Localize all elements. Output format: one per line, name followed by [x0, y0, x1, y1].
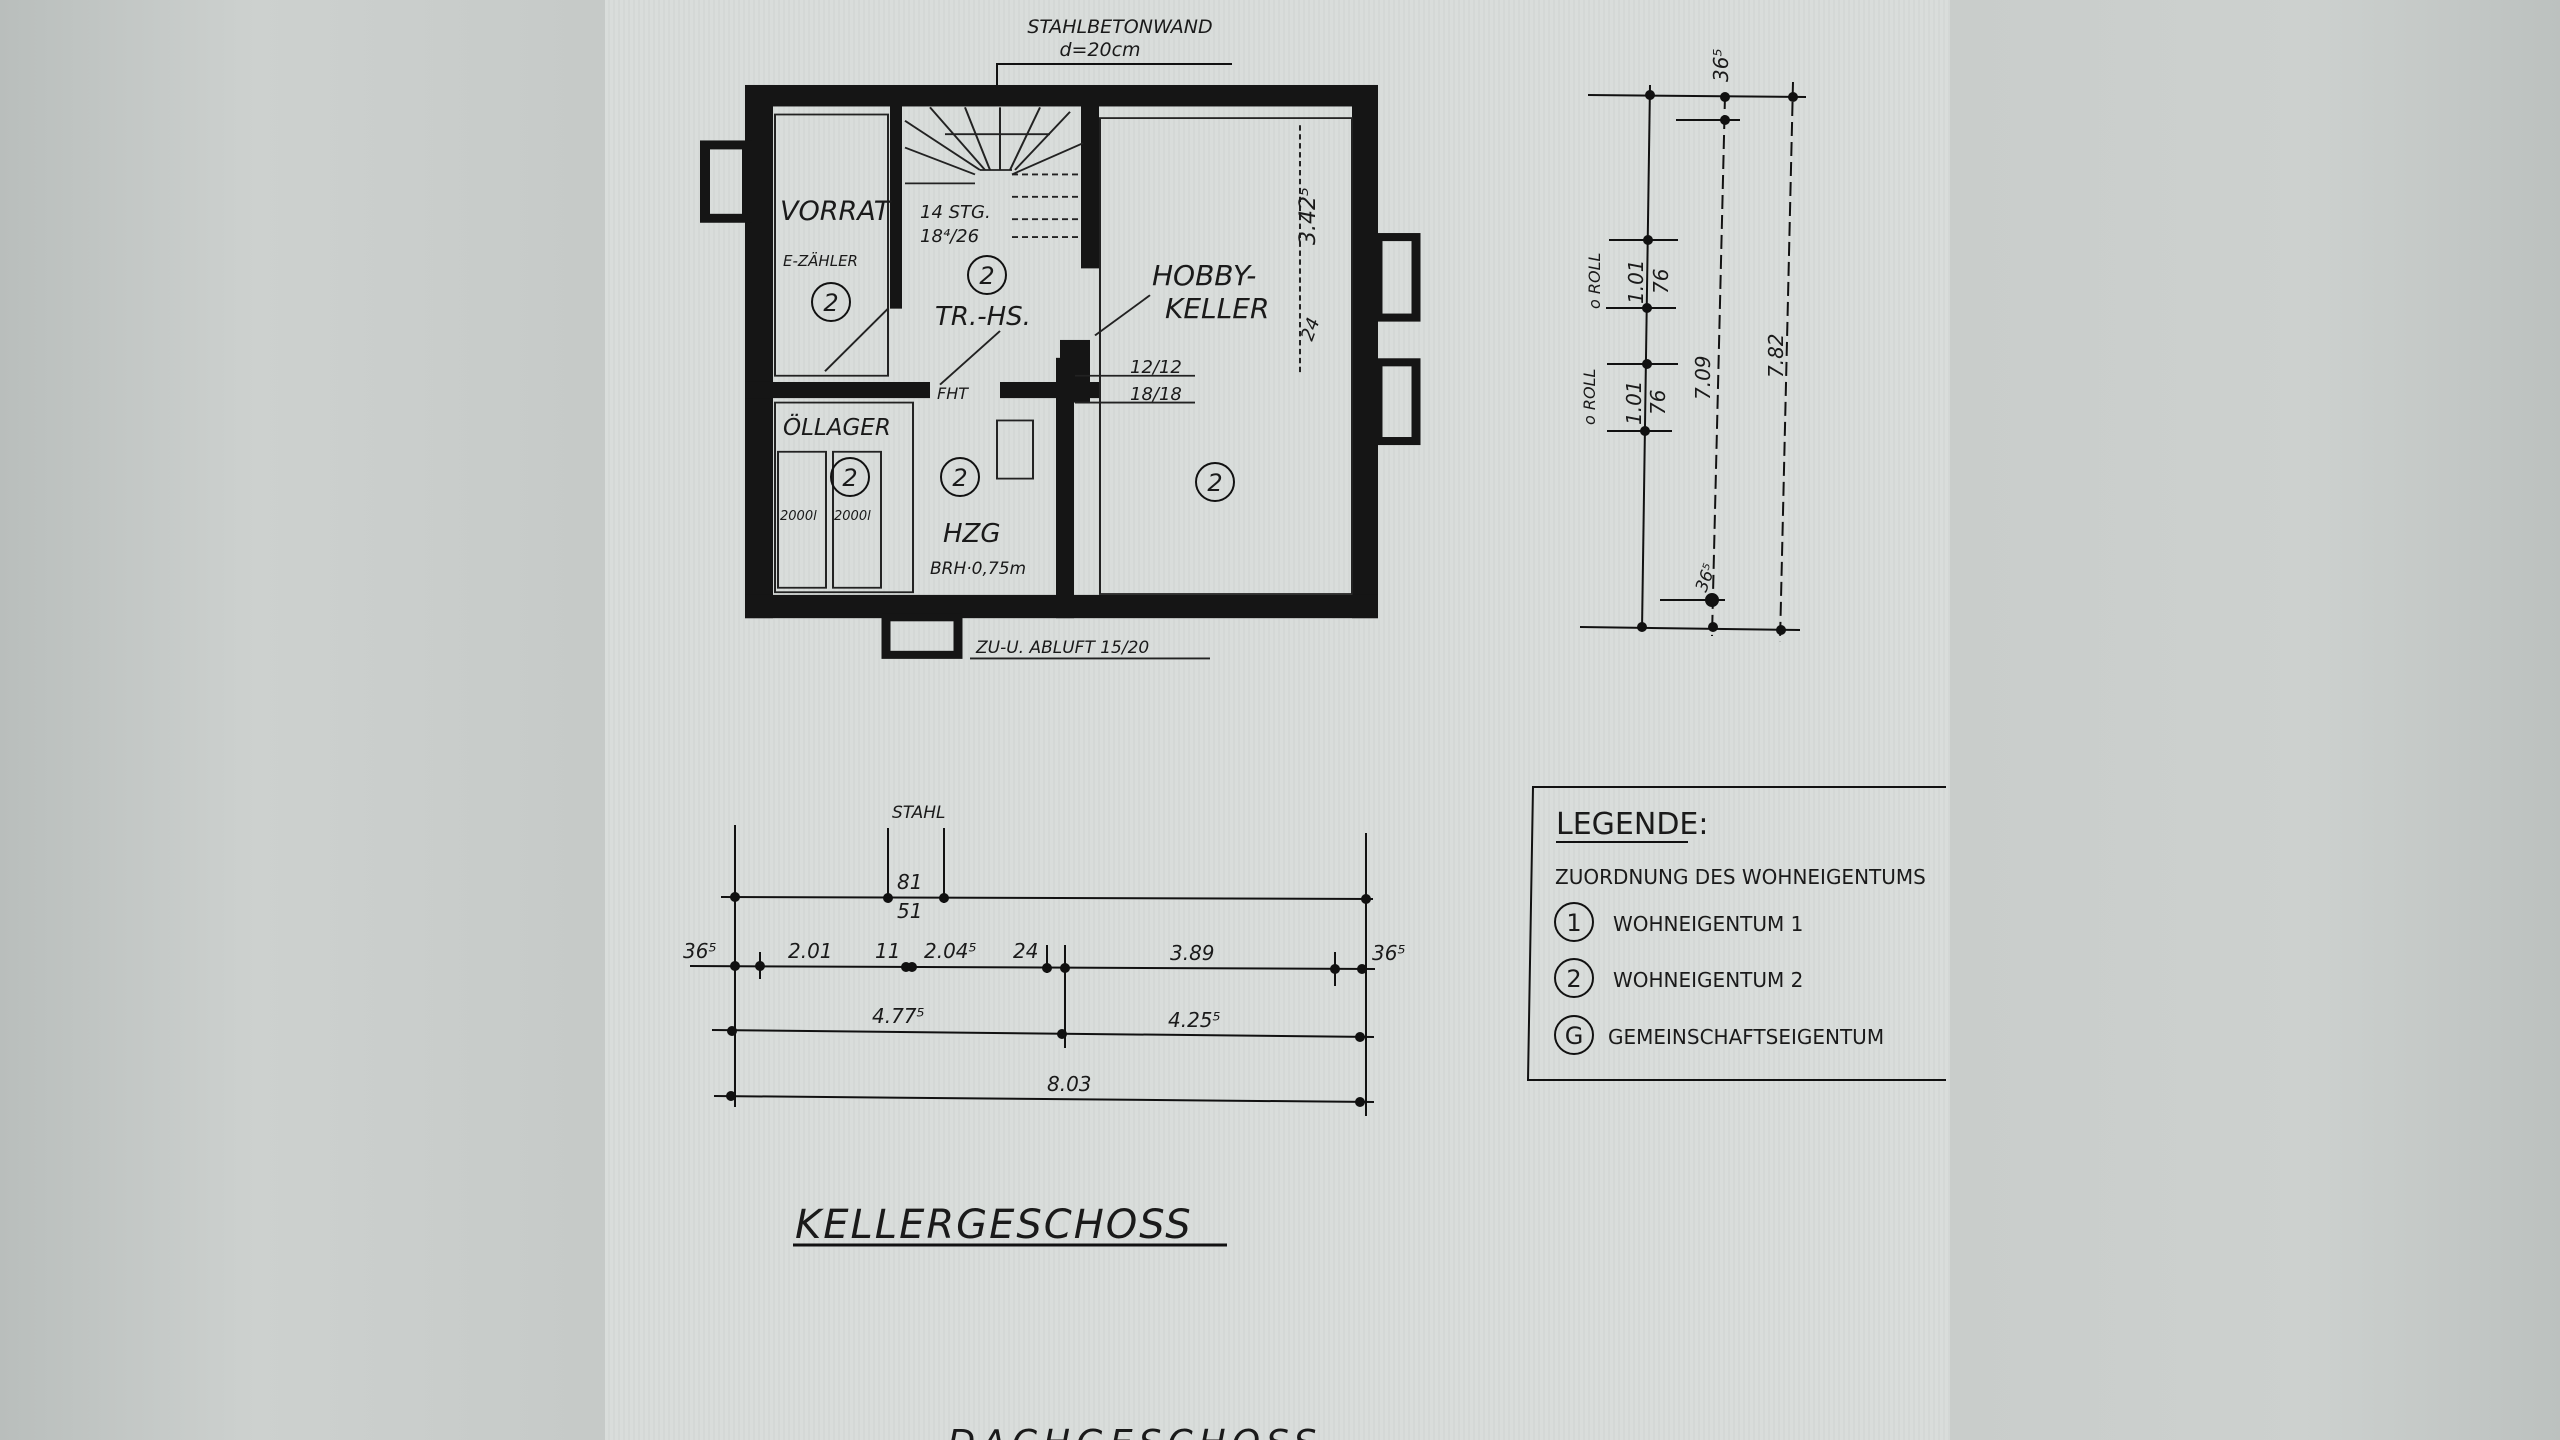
- dimension-lines-bottom: [689, 825, 1376, 1116]
- dimension-lines-right: [1579, 81, 1807, 643]
- dim-window-2b: 76: [1646, 390, 1670, 415]
- next-floor-title-cropped: DACHGESCHOSS: [947, 1423, 1322, 1440]
- legend-symbol-g: G: [1565, 1022, 1584, 1050]
- plan-geometry: [700, 84, 1421, 660]
- ownership-mark-labels: 2 2 2 2 2: [823, 262, 1222, 497]
- legend-symbol-2: 2: [1566, 965, 1581, 993]
- room-label-oellager: ÖLLAGER: [783, 413, 891, 441]
- plan-sheet: [605, 0, 1950, 1440]
- room-outlines: [774, 106, 1353, 660]
- dim-row3: 4.25⁵: [1168, 1008, 1221, 1032]
- legend-symbol-1: 1: [1566, 909, 1581, 937]
- dim-row2: 11: [875, 939, 900, 963]
- dimension-labels-bottom: STAHL 81 51 36⁵ 2.01 11 2.04⁵ 24 3.89 36…: [683, 803, 1405, 1096]
- dim-782: 7.82: [1764, 333, 1788, 378]
- floor-title: KELLERGESCHOSS: [795, 1202, 1193, 1248]
- legend-subtitle: ZUORDNUNG DES WOHNEIGENTUMS: [1555, 865, 1926, 889]
- dim-row2: 2.04⁵: [924, 939, 977, 963]
- room-labels: VORRAT E-ZÄHLER 14 STG. 18⁴/26 TR.-HS. H…: [780, 187, 1325, 658]
- label-vent-1: 12/12: [1130, 357, 1182, 378]
- dim-row2: 3.89: [1170, 941, 1215, 965]
- wall-note: STAHLBETONWAND d=20cm: [996, 16, 1232, 85]
- label-abluft: ZU-U. ABLUFT 15/20: [975, 638, 1149, 658]
- dim-window-2: 1.01: [1622, 380, 1646, 425]
- dimension-labels-right: 36⁵ 36⁵ 1.01 76 1.01 76 o ROLL o ROLL 7.…: [1580, 49, 1788, 595]
- ownership-marks: [811, 255, 1235, 502]
- ownership-mark: 2: [823, 289, 838, 317]
- legend-item-label: GEMEINSCHAFTSEIGENTUM: [1608, 1025, 1884, 1049]
- tank-2-label: 2000l: [834, 509, 871, 524]
- dim-24: 24: [1297, 315, 1325, 344]
- dim-row2: 24: [1013, 939, 1038, 963]
- dim-709: 7.09: [1691, 355, 1715, 400]
- label-e-zaehler: E-ZÄHLER: [783, 251, 858, 270]
- dim-51: 51: [897, 899, 922, 923]
- ownership-mark: 2: [979, 262, 994, 290]
- dim-window-1b: 76: [1649, 269, 1673, 294]
- label-brh: BRH·0,75m: [930, 559, 1026, 579]
- dim-row2: 2.01: [788, 939, 833, 963]
- legend-item-label: WOHNEIGENTUM 1: [1613, 912, 1803, 936]
- dim-right-bottom: 36⁵: [1692, 561, 1721, 595]
- room-label-hzg: HZG: [943, 519, 1001, 549]
- label-roll-1: o ROLL: [1585, 253, 1604, 309]
- dim-right-top: 36⁵: [1709, 49, 1733, 82]
- room-label-hobby: HOBBY-: [1152, 259, 1256, 292]
- label-stair-steps: 14 STG.: [920, 202, 991, 223]
- wall-note-text: STAHLBETONWAND: [1027, 16, 1212, 38]
- ownership-mark: 2: [842, 464, 857, 492]
- room-label-treppenhaus: TR.-HS.: [935, 302, 1031, 332]
- dim-total-width: 8.03: [1047, 1072, 1092, 1096]
- label-roll-2: o ROLL: [1580, 369, 1599, 425]
- dim-row2: 36⁵: [683, 939, 716, 963]
- room-label-vorrat: VORRAT: [780, 196, 893, 227]
- legend-item-label: WOHNEIGENTUM 2: [1613, 968, 1803, 992]
- dim-window-1: 1.01: [1624, 259, 1648, 304]
- ownership-mark: 2: [1207, 469, 1222, 497]
- room-label-keller: KELLER: [1165, 292, 1269, 325]
- tank-1-label: 2000l: [780, 509, 817, 524]
- label-stair-ratio: 18⁴/26: [920, 226, 979, 247]
- dim-342: 3.42⁵: [1296, 187, 1321, 245]
- dim-row3: 4.77⁵: [872, 1004, 925, 1028]
- label-vent-2: 18/18: [1130, 384, 1182, 405]
- dim-81: 81: [897, 870, 922, 894]
- dim-row2: 36⁵: [1372, 941, 1405, 965]
- label-fht: FHT: [937, 384, 969, 403]
- legend-title: LEGENDE:: [1556, 807, 1708, 842]
- walls: [700, 84, 1421, 659]
- label-stahl: STAHL: [892, 803, 946, 823]
- ownership-mark: 2: [952, 464, 967, 492]
- wall-thickness-text: d=20cm: [1059, 39, 1140, 61]
- legend: LEGENDE: ZUORDNUNG DES WOHNEIGENTUMS 1 2…: [1526, 786, 1946, 1081]
